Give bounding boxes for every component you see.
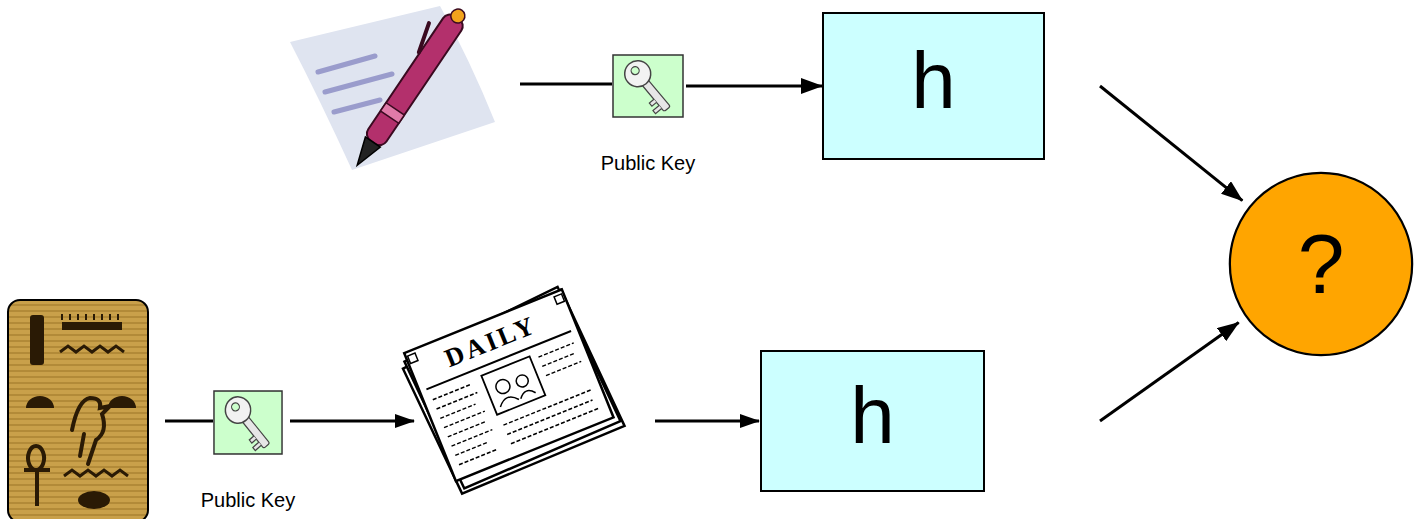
hieroglyph-tablet xyxy=(30,315,44,365)
key-symbol xyxy=(619,55,677,117)
signature-paper xyxy=(325,74,392,92)
pen-icon xyxy=(381,103,405,124)
hieroglyph-tablet xyxy=(8,300,148,519)
newspaper-icon xyxy=(494,377,512,395)
connector-arrow xyxy=(1100,322,1239,421)
key-icon: Public Key xyxy=(612,54,684,118)
pen-icon xyxy=(341,0,471,171)
newspaper-icon xyxy=(485,343,600,444)
signature-paper xyxy=(290,6,495,170)
encrypt-arrow xyxy=(290,420,414,423)
signature-paper xyxy=(318,56,375,72)
hieroglyph-tablet xyxy=(60,346,124,352)
pen-icon xyxy=(350,137,381,170)
hash-box: h xyxy=(760,350,985,492)
key-symbol xyxy=(248,436,261,451)
newspaper-icon xyxy=(498,387,535,407)
key-symbol xyxy=(230,401,241,412)
newspaper-icon xyxy=(396,283,625,497)
key-symbol xyxy=(214,391,282,454)
node-text: h xyxy=(911,41,956,121)
hieroglyph-tablet xyxy=(108,396,136,408)
key-label: Public Key xyxy=(601,152,696,174)
pen-icon xyxy=(412,23,435,52)
key-symbol xyxy=(220,391,276,454)
result-circle: ? xyxy=(1228,171,1414,357)
signature-line xyxy=(520,83,612,86)
hieroglyph-tablet xyxy=(62,322,122,330)
connector-arrow xyxy=(1100,86,1242,201)
newspaper-icon xyxy=(400,284,622,492)
hieroglyph-tablet xyxy=(26,396,54,408)
hieroglyph-tablet xyxy=(78,491,110,509)
circle-outline xyxy=(1230,173,1412,355)
key-symbol xyxy=(220,391,256,428)
signature-paper xyxy=(334,100,380,112)
node-text: h xyxy=(850,376,895,456)
key-symbol xyxy=(630,65,641,76)
newspaper-icon xyxy=(404,289,613,481)
key-symbol xyxy=(619,55,656,92)
signature-paper xyxy=(290,6,495,170)
newspaper-icon xyxy=(554,294,564,304)
hieroglyph-tablet xyxy=(24,446,50,506)
hieroglyph-tablet xyxy=(72,398,110,464)
newspaper-icon xyxy=(481,356,545,414)
pen-icon xyxy=(448,6,467,25)
hieroglyph-tablet xyxy=(64,470,128,476)
key-symbol xyxy=(613,55,683,117)
key-label: Public Key xyxy=(201,489,296,511)
tablet-line xyxy=(165,420,213,423)
key-symbol xyxy=(612,54,684,118)
key-symbol xyxy=(213,390,283,455)
newspaper-arrow xyxy=(655,420,759,423)
newspaper-icon xyxy=(514,373,530,389)
hash-box: h xyxy=(822,12,1045,160)
connector-arrow xyxy=(686,85,822,88)
newspaper-icon xyxy=(408,353,418,363)
hieroglyph-tablet xyxy=(8,300,148,519)
pen-icon xyxy=(364,12,466,149)
hieroglyph-tablet xyxy=(62,314,118,320)
node-text: ? xyxy=(1298,222,1345,306)
key-icon: Public Key xyxy=(213,390,283,455)
key-symbol xyxy=(648,99,662,113)
